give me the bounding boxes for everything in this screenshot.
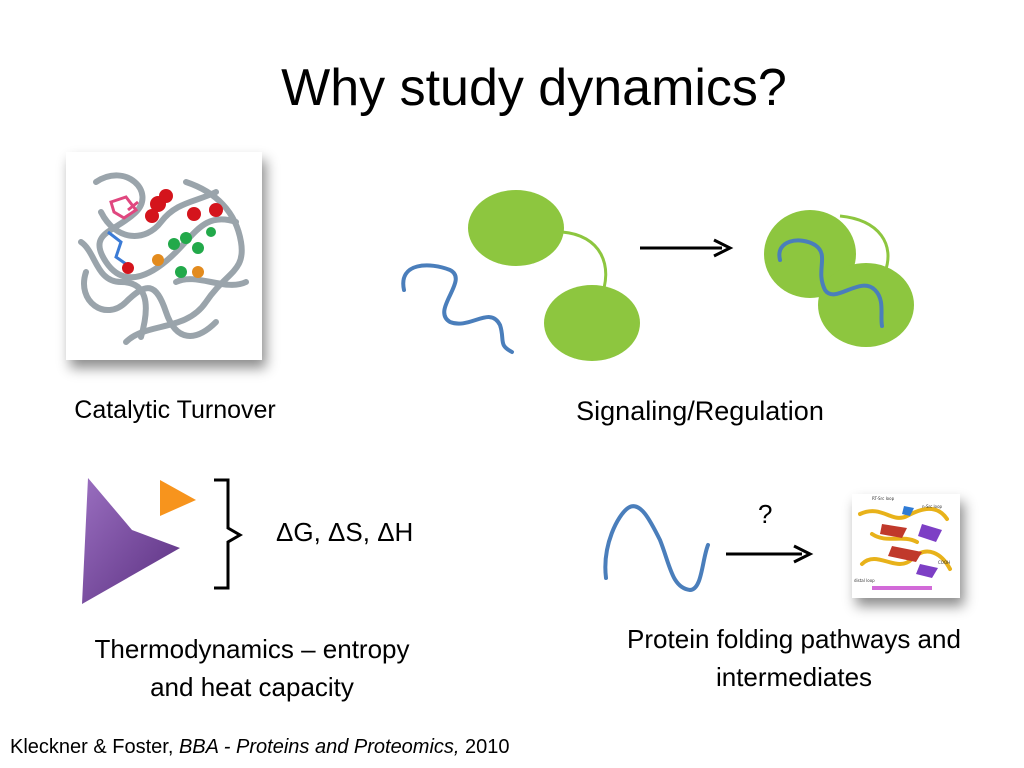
citation-journal-abbrev: BBA [178,736,219,758]
citation: Kleckner & Foster, BBA - Proteins and Pr… [10,733,510,761]
citation-separator: - [218,736,237,758]
caption-folding-line-1: Protein folding pathways and [627,624,961,654]
binding-arrow [640,238,734,258]
free-peptide [401,263,514,354]
caption-folding-line-2: intermediates [715,662,873,692]
protein-structure-image [66,152,262,360]
caption-protein-folding: Protein folding pathways and intermediat… [596,620,992,696]
purple-arrowhead-shape [82,478,180,604]
unfolded-chain [603,504,710,593]
citation-authors: Kleckner & Foster, [10,736,174,758]
open-two-domain-protein [468,190,640,361]
caption-signaling-regulation: Signaling/Regulation [576,396,824,426]
svg-text:RT-Src loop: RT-Src loop [872,496,895,501]
citation-year: 2010 [465,736,510,758]
caption-thermodynamics: Thermodynamics – entropy and heat capaci… [62,630,442,706]
svg-text:distal loop: distal loop [854,578,875,583]
folded-protein-image: RT-Src loop n-Src loop distal loop COOH [852,494,960,598]
orange-triangle [160,480,196,516]
closed-complex [764,210,914,347]
svg-text:COOH: COOH [938,560,950,565]
thermo-quantities: ΔG, ΔS, ΔH [276,517,414,547]
folding-arrow [726,544,814,564]
bracket [214,478,243,590]
svg-text:n-Src loop: n-Src loop [922,504,943,509]
folding-question-mark: ? [758,499,773,529]
slide-title: Why study dynamics? [281,59,787,117]
caption-thermo-line-2: and heat capacity [150,672,354,702]
caption-catalytic-turnover: Catalytic Turnover [74,396,276,424]
caption-thermo-line-1: Thermodynamics – entropy [94,634,410,664]
citation-journal-full: Proteins and Proteomics, [236,736,460,758]
